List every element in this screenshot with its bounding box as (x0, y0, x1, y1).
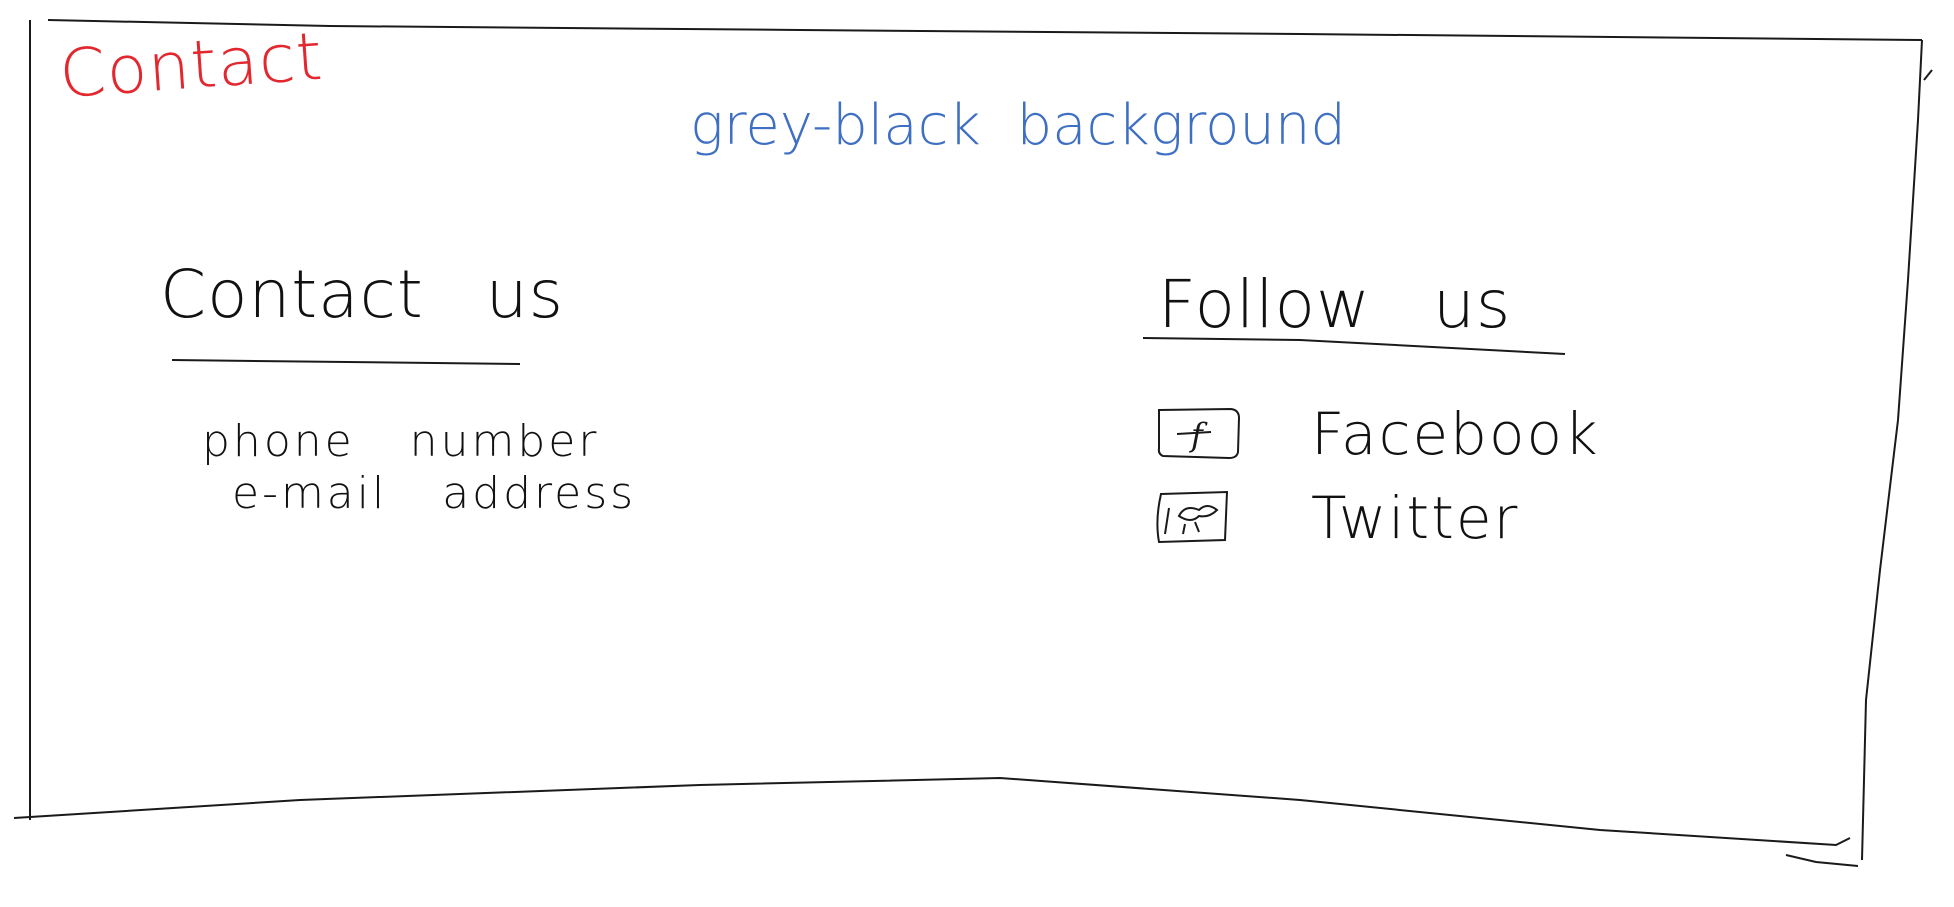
background-note: grey-black background (690, 93, 1346, 158)
facebook-link[interactable]: f Facebook (1155, 400, 1600, 468)
follow-us-heading: Follow us (1158, 266, 1512, 343)
facebook-glyph: f (1189, 416, 1208, 454)
phone-number[interactable]: phone number (202, 416, 600, 467)
contact-us-heading: Contact us (160, 256, 564, 333)
page-label: Contact (56, 17, 326, 113)
email-address[interactable]: e-mail address (232, 468, 637, 519)
twitter-link[interactable]: Twitter (1155, 484, 1519, 552)
twitter-bird-icon[interactable] (1155, 490, 1241, 546)
twitter-label[interactable]: Twitter (1311, 484, 1520, 552)
facebook-label[interactable]: Facebook (1311, 400, 1600, 468)
facebook-icon[interactable]: f (1155, 406, 1241, 462)
